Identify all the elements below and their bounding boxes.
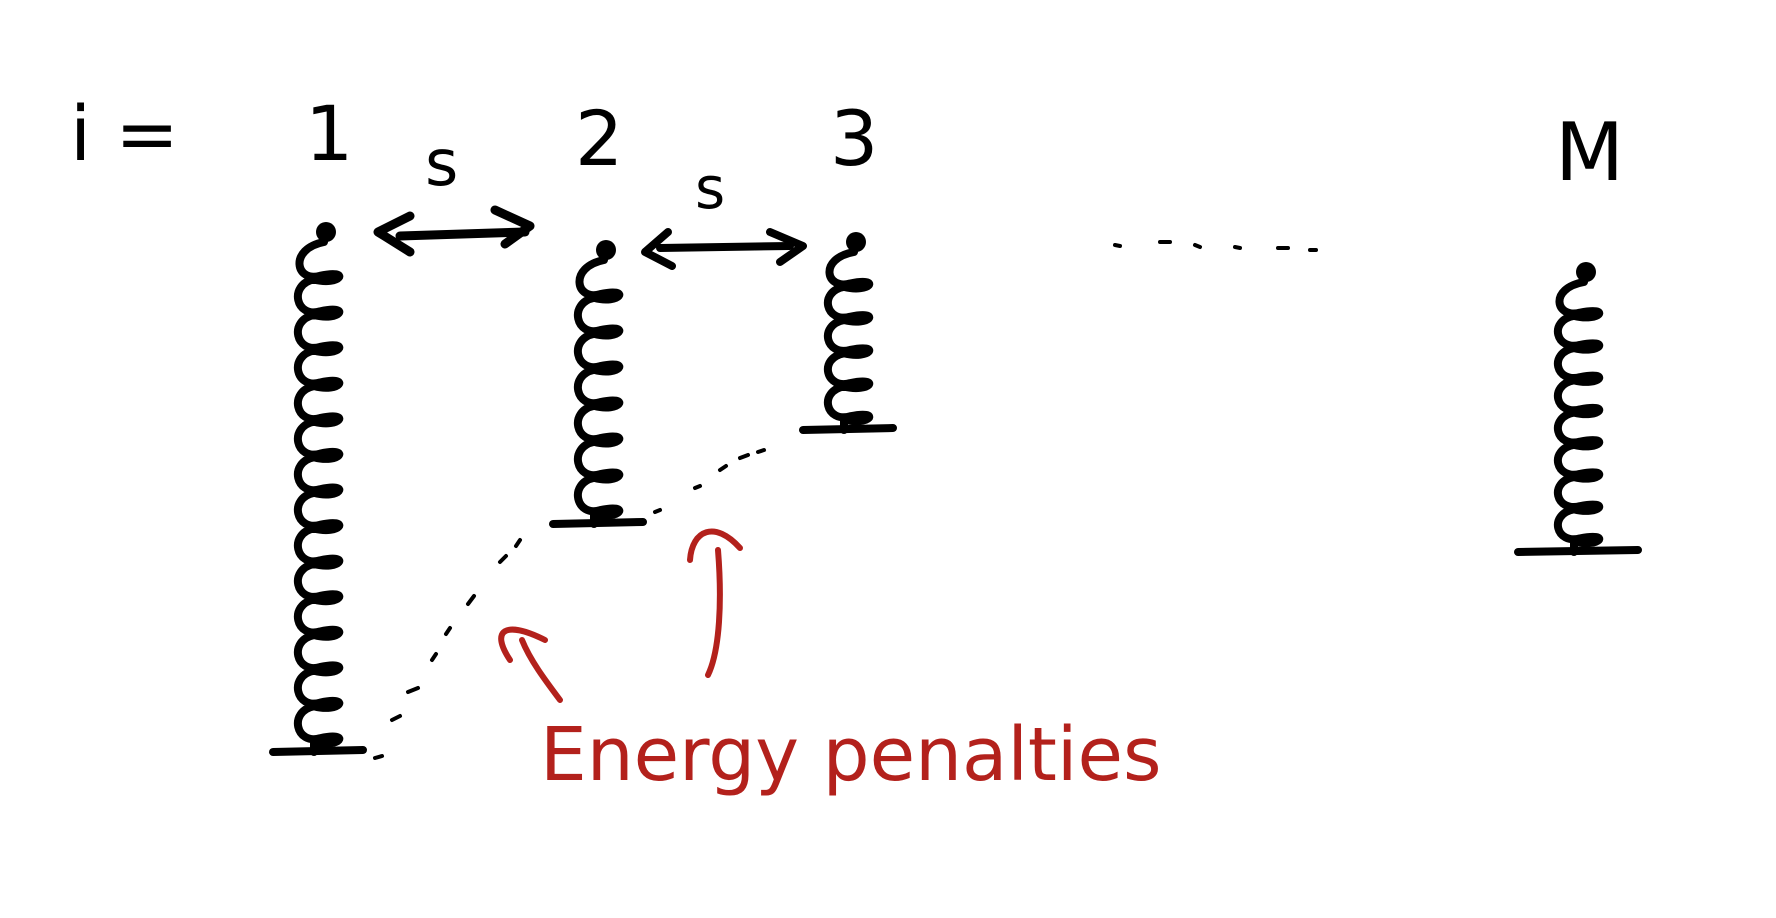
spring-coil <box>823 248 874 434</box>
springs <box>269 222 1642 756</box>
annotation-arrow-left <box>498 626 563 703</box>
spring-base <box>549 518 647 528</box>
spring-label-m: M <box>1555 106 1624 199</box>
spacing-arrow-2-3 <box>641 228 807 270</box>
spring-top-knob <box>316 222 336 242</box>
spring-base <box>799 424 897 434</box>
spring-coil <box>293 238 344 756</box>
energy-penalties-label: Energy penalties <box>540 712 1162 798</box>
spring-top-knob <box>1576 262 1596 282</box>
spring-coil <box>573 256 624 528</box>
energy-envelope-dotted <box>373 448 766 760</box>
spring-base <box>269 746 367 756</box>
continuation-dots <box>1113 240 1318 252</box>
spacing-arrow-1-2 <box>373 205 535 257</box>
annotation-arrow-right <box>687 528 743 678</box>
spring-base <box>1514 546 1642 556</box>
spring-top-knob <box>846 232 866 252</box>
spring-top-knob <box>596 240 616 260</box>
spring-1 <box>269 222 367 756</box>
spring-label-3: 3 <box>830 94 878 183</box>
spring-coil <box>1553 278 1604 556</box>
spacing-label-1-2: s <box>425 127 458 201</box>
spring-4 <box>1514 262 1642 556</box>
index-label: i = <box>70 89 179 178</box>
spring-3 <box>799 232 897 434</box>
spacing-label-2-3: s <box>695 154 725 222</box>
spring-label-1: 1 <box>305 89 353 178</box>
spring-label-2: 2 <box>575 94 623 183</box>
spring-2 <box>549 240 647 528</box>
